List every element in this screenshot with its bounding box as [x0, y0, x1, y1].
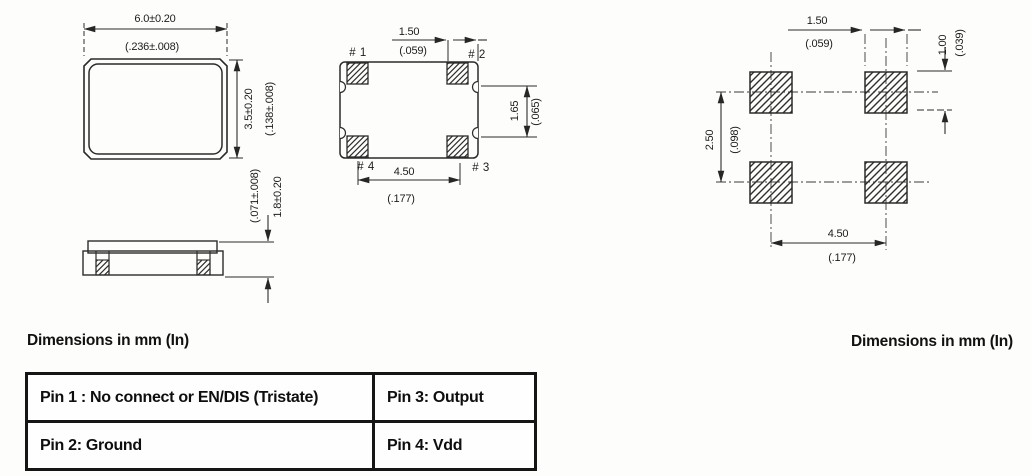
dim-bottom-pad-in: (.059): [399, 45, 427, 57]
dim-bottom-side-mm: 1.65: [509, 101, 521, 122]
package-side-view: [82, 215, 274, 303]
package-bottom-view: [339, 36, 537, 185]
dim-bottom-pitch-in: (.177): [387, 193, 415, 205]
dim-bottom-side-in: (.065): [530, 98, 542, 126]
pin-1-label: # 1: [349, 47, 367, 59]
package-outline-inner: [88, 63, 223, 155]
pad-4-hatch: [346, 135, 369, 158]
dim-side-height-mm: 1.8±0.20: [272, 176, 284, 217]
land-pad-3-hatch: [864, 161, 908, 204]
side-base: [82, 250, 224, 276]
pin-3-function-cell: Pin 3: Output: [372, 372, 537, 423]
dim-land-height-mm: 1.00: [937, 35, 949, 56]
package-top-view: [83, 23, 243, 160]
dim-top-width-in: (.236±.008): [125, 41, 179, 53]
side-lid: [87, 240, 218, 254]
pin-4-label: # 4: [357, 161, 375, 173]
dim-land-pad-in: (.059): [805, 38, 833, 50]
dimensions-note-left: Dimensions in mm (In): [27, 332, 190, 349]
package-outline-outer: [83, 58, 228, 160]
dim-top-width-mm: 6.0±0.20: [134, 13, 175, 25]
dim-land-pad-mm: 1.50: [807, 15, 828, 27]
side-pad-right-hatch: [196, 259, 211, 276]
pad-2-hatch: [446, 62, 469, 85]
dim-side-height-in: (.071±.008): [249, 169, 261, 223]
land-pattern: [716, 26, 952, 250]
dim-land-vpitch-in: (.098): [729, 126, 741, 154]
dim-bottom-pad-mm: 1.50: [399, 26, 420, 38]
pin-2-label: # 2: [468, 49, 486, 61]
pad-1-hatch: [346, 62, 369, 85]
dim-bottom-pitch-mm: 4.50: [394, 166, 415, 178]
dim-land-height-in: (.039): [954, 29, 966, 57]
pin-3-label: # 3: [472, 162, 490, 174]
bottom-outline: [339, 61, 479, 159]
pin-function-table: Pin 1 : No connect or EN/DIS (Tristate) …: [25, 372, 537, 471]
pad-3-hatch: [446, 135, 469, 158]
dim-land-hpitch-mm: 4.50: [828, 228, 849, 240]
table-row: Pin 2: Ground Pin 4: Vdd: [25, 420, 537, 471]
land-pad-2-hatch: [864, 71, 908, 114]
land-pad-4-hatch: [749, 161, 793, 204]
pin-1-function-cell: Pin 1 : No connect or EN/DIS (Tristate): [25, 372, 375, 423]
dim-top-height-in: (.138±.008): [264, 82, 276, 136]
center-lines: [716, 34, 938, 250]
side-pad-left-hatch: [95, 259, 110, 276]
land-pad-1-hatch: [749, 71, 793, 114]
castellation-notches: [340, 80, 478, 140]
dim-top-height-mm: 3.5±0.20: [243, 88, 255, 129]
dim-land-vpitch-mm: 2.50: [704, 130, 716, 151]
pin-2-function-cell: Pin 2: Ground: [25, 420, 375, 471]
dimensions-note-right: Dimensions in mm (In): [851, 333, 1014, 350]
pin-4-function-cell: Pin 4: Vdd: [372, 420, 537, 471]
dim-land-hpitch-in: (.177): [828, 252, 856, 264]
table-row: Pin 1 : No connect or EN/DIS (Tristate) …: [25, 372, 537, 423]
